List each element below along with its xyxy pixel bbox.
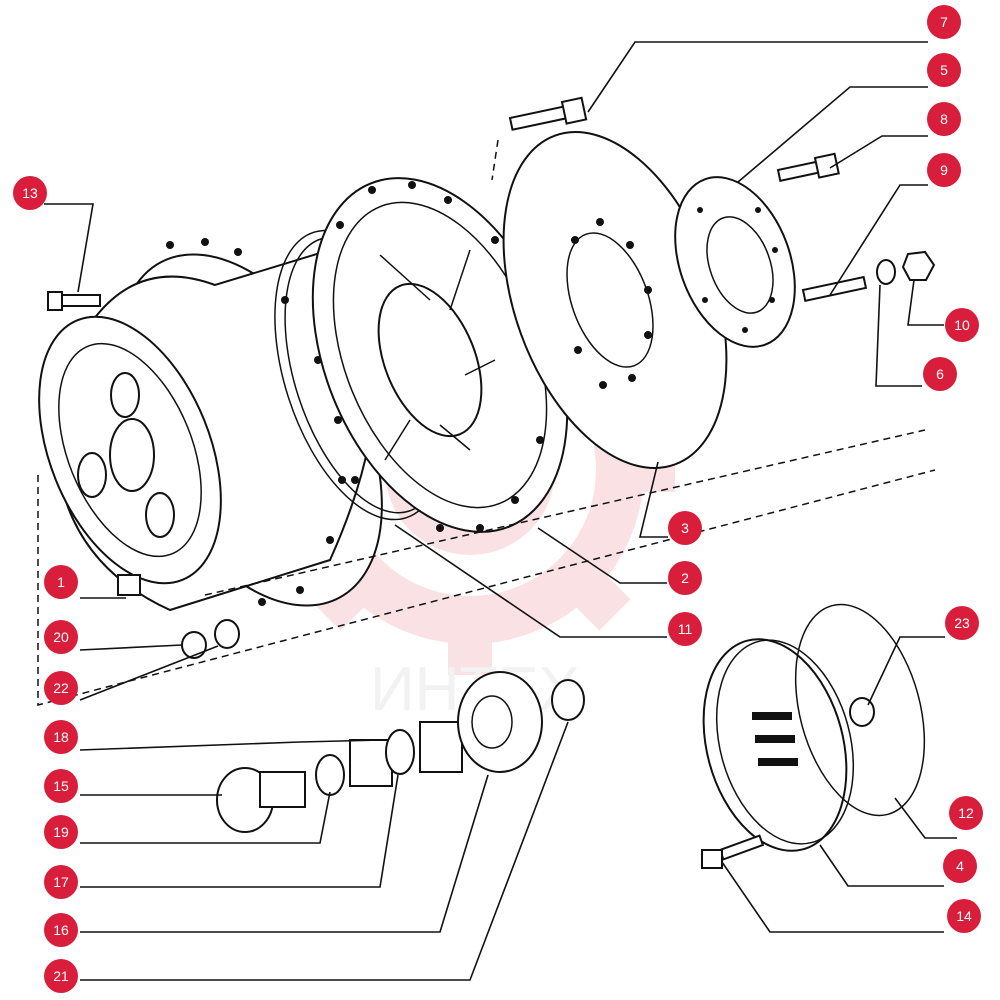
svg-text:21: 21 bbox=[53, 968, 69, 984]
part-ring-17 bbox=[385, 729, 415, 775]
part-gasket-12 bbox=[794, 603, 926, 817]
callout-1: 1 bbox=[44, 565, 78, 599]
callout-7: 7 bbox=[927, 5, 961, 39]
part-spoked-hub bbox=[311, 177, 569, 533]
callout-22: 22 bbox=[44, 671, 78, 705]
svg-text:3: 3 bbox=[681, 520, 689, 536]
callout-23: 23 bbox=[945, 606, 979, 640]
part-nut-10 bbox=[901, 250, 936, 281]
callout-9: 9 bbox=[927, 153, 961, 187]
svg-text:10: 10 bbox=[954, 317, 970, 333]
part-gear-16 bbox=[457, 671, 543, 773]
svg-text:15: 15 bbox=[53, 778, 69, 794]
callout-5: 5 bbox=[927, 53, 961, 87]
callout-18: 18 bbox=[44, 720, 78, 754]
svg-text:11: 11 bbox=[678, 621, 693, 637]
part-washer-21 bbox=[551, 679, 585, 721]
svg-text:23: 23 bbox=[954, 615, 970, 631]
svg-text:16: 16 bbox=[53, 922, 69, 938]
callout-3: 3 bbox=[668, 511, 702, 545]
callout-11: 11 bbox=[668, 612, 702, 646]
callout-2: 2 bbox=[668, 561, 702, 595]
part-washer-22 bbox=[214, 619, 240, 649]
callout-4: 4 bbox=[943, 849, 977, 883]
svg-text:17: 17 bbox=[53, 874, 69, 890]
assembly-guide-lines bbox=[37, 139, 936, 706]
part-slotted-plate bbox=[674, 176, 796, 348]
part-washer-6 bbox=[876, 259, 896, 285]
part-bolt-8 bbox=[776, 152, 840, 182]
svg-text:20: 20 bbox=[53, 629, 69, 645]
callout-14: 14 bbox=[947, 899, 981, 933]
callout-8: 8 bbox=[927, 102, 961, 136]
callout-13: 13 bbox=[13, 176, 47, 210]
part-bolt-14 bbox=[701, 834, 765, 869]
part-shaft-15 bbox=[216, 767, 306, 833]
part-bolt-7 bbox=[508, 96, 588, 131]
part-plug-20 bbox=[181, 631, 207, 659]
svg-text:4: 4 bbox=[956, 858, 964, 874]
callout-21: 21 bbox=[44, 959, 78, 993]
callout-17: 17 bbox=[44, 865, 78, 899]
svg-text:13: 13 bbox=[22, 185, 38, 201]
svg-text:18: 18 bbox=[53, 729, 69, 745]
part-ring-19 bbox=[315, 754, 345, 796]
svg-text:22: 22 bbox=[53, 680, 69, 696]
part-end-cover bbox=[702, 638, 855, 852]
callout-20: 20 bbox=[44, 620, 78, 654]
callout-15: 15 bbox=[44, 769, 78, 803]
svg-text:14: 14 bbox=[956, 908, 972, 924]
drum-flange-holes bbox=[166, 238, 346, 606]
callout-10: 10 bbox=[945, 308, 979, 342]
callout-12: 12 bbox=[949, 796, 983, 830]
svg-text:2: 2 bbox=[681, 570, 689, 586]
svg-text:12: 12 bbox=[958, 805, 974, 821]
part-drum-housing bbox=[38, 238, 383, 612]
part-bolt-13 bbox=[47, 291, 101, 311]
svg-text:19: 19 bbox=[53, 824, 69, 840]
callout-6: 6 bbox=[923, 357, 957, 391]
svg-text:8: 8 bbox=[940, 111, 948, 127]
svg-text:5: 5 bbox=[940, 62, 948, 78]
part-plug-23 bbox=[849, 697, 875, 727]
svg-text:7: 7 bbox=[940, 14, 948, 30]
svg-text:1: 1 bbox=[57, 574, 65, 590]
callout-16: 16 bbox=[44, 913, 78, 947]
svg-text:6: 6 bbox=[936, 366, 944, 382]
callout-19: 19 bbox=[44, 815, 78, 849]
svg-text:9: 9 bbox=[940, 162, 948, 178]
leader-lines bbox=[44, 41, 957, 981]
